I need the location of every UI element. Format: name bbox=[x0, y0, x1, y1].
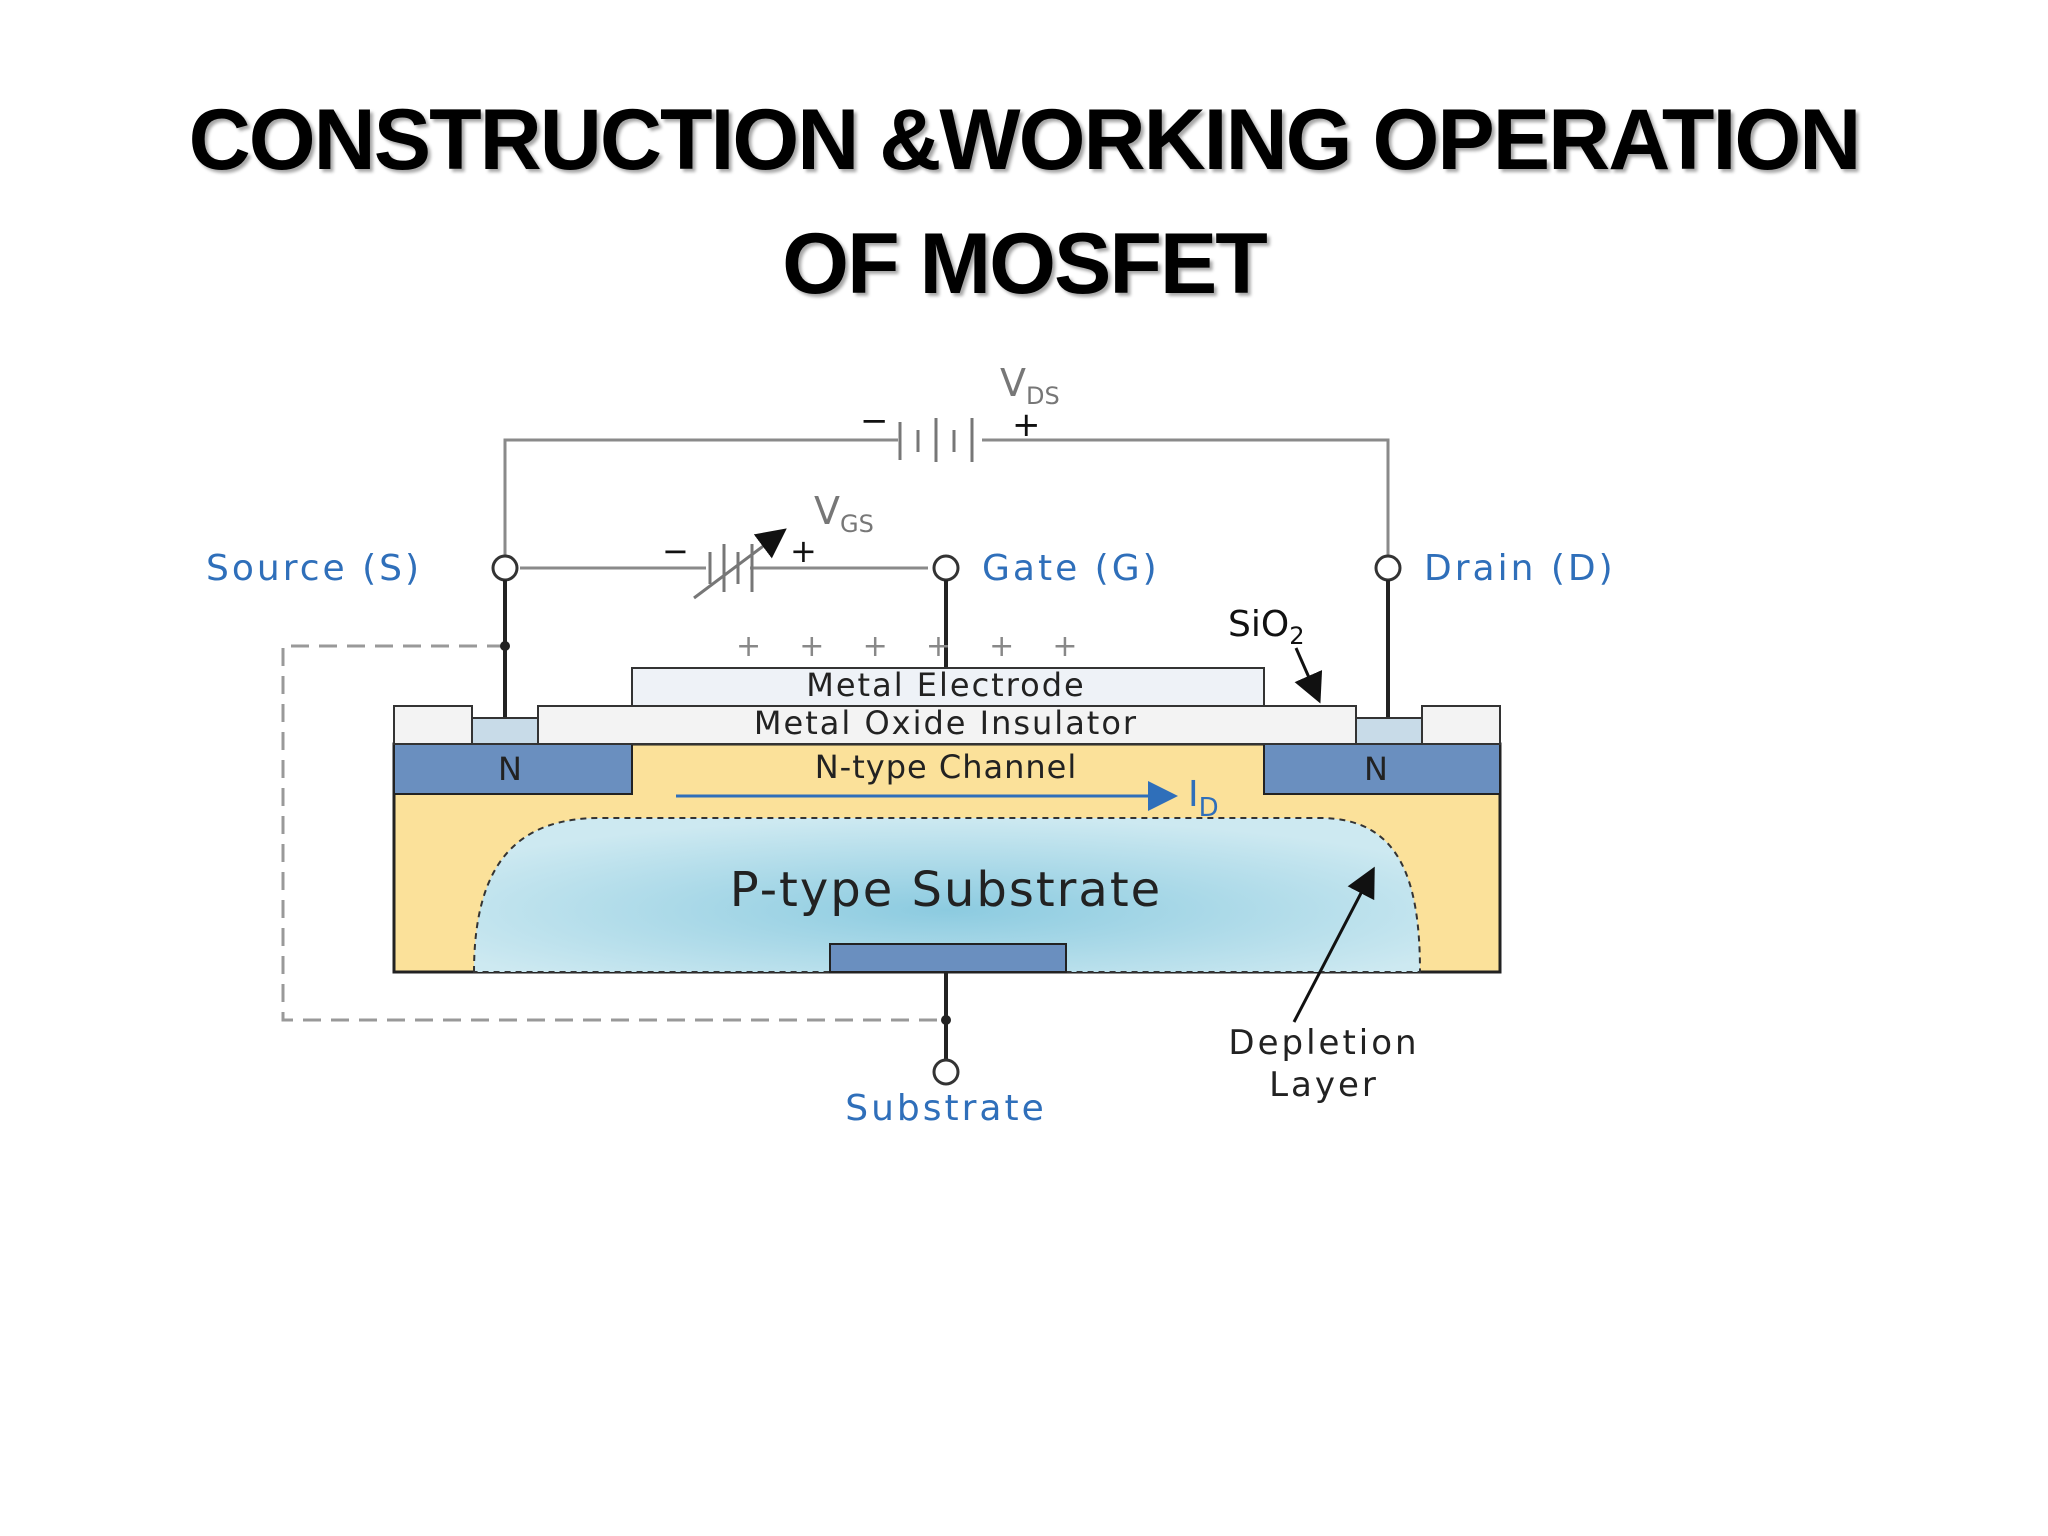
title-line-1: CONSTRUCTION &WORKING OPERATION bbox=[188, 92, 1862, 188]
vds-label: VDS bbox=[1000, 361, 1060, 410]
insulator-right-edge bbox=[1421, 705, 1501, 745]
vds-battery-icon bbox=[898, 418, 974, 462]
depletion-label-line2: Layer bbox=[1269, 1065, 1379, 1105]
n-region-drain bbox=[1263, 743, 1501, 795]
oxide-insulator-layer bbox=[537, 705, 1357, 745]
gate-label: Gate (G) bbox=[982, 548, 1160, 589]
channel-label: N-type Channel bbox=[815, 748, 1078, 786]
source-junction-dot bbox=[500, 641, 510, 651]
vgs-minus: − bbox=[662, 532, 689, 570]
id-label: ID bbox=[1188, 774, 1219, 823]
substrate-contact bbox=[829, 943, 1067, 973]
vds-minus: − bbox=[860, 401, 889, 441]
slide-title: CONSTRUCTION &WORKING OPERATION OF MOSFE… bbox=[0, 78, 2048, 326]
n-region-source bbox=[393, 743, 633, 795]
vgs-variable-battery-icon bbox=[693, 528, 787, 600]
sio2-arrow-icon bbox=[1294, 647, 1323, 704]
gate-charges: + + + + + + bbox=[736, 629, 1078, 664]
vds-plus: + bbox=[1012, 405, 1041, 445]
source-terminal-icon bbox=[491, 554, 519, 582]
depletion-label-line1: Depletion bbox=[1228, 1023, 1419, 1063]
title-line-2: OF MOSFET bbox=[782, 216, 1268, 312]
insulator-left-edge bbox=[393, 705, 473, 745]
substrate-label: Substrate bbox=[845, 1088, 1047, 1129]
drain-contact bbox=[1355, 717, 1423, 745]
source-contact bbox=[471, 717, 539, 745]
metal-electrode-label: Metal Electrode bbox=[806, 666, 1085, 704]
vgs-plus: + bbox=[790, 532, 817, 570]
depletion-arrow-icon bbox=[1292, 866, 1375, 1023]
drain-label: Drain (D) bbox=[1424, 548, 1616, 589]
depletion-region bbox=[472, 817, 1422, 973]
body-dashed-wire bbox=[281, 644, 946, 1022]
n-right-label: N bbox=[1364, 750, 1388, 788]
n-left-label: N bbox=[498, 750, 522, 788]
vgs-label: VGS bbox=[814, 489, 874, 538]
source-label: Source (S) bbox=[206, 548, 422, 589]
drain-terminal-icon bbox=[1374, 554, 1402, 582]
oxide-insulator-label: Metal Oxide Insulator bbox=[754, 704, 1138, 742]
metal-electrode bbox=[631, 667, 1265, 707]
substrate-terminal-icon bbox=[932, 1058, 960, 1086]
p-substrate-label: P-type Substrate bbox=[730, 862, 1162, 918]
vds-wire bbox=[503, 438, 1390, 560]
sio2-label: SiO2 bbox=[1228, 604, 1304, 650]
terminal-leads bbox=[503, 580, 1390, 728]
gate-terminal-icon bbox=[932, 554, 960, 582]
